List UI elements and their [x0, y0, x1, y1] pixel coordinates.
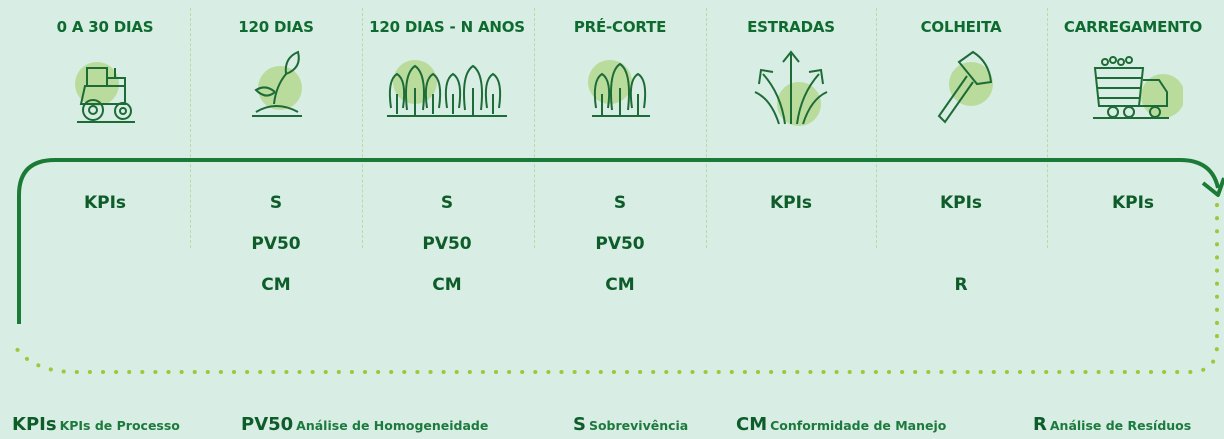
stage-metric: KPIs	[769, 193, 813, 213]
column-divider	[362, 8, 363, 248]
stage-metric: S	[440, 193, 454, 213]
flow-arrowhead-icon	[1201, 177, 1224, 197]
column-divider	[876, 8, 877, 248]
legend-desc: Análise de Resíduos	[1049, 418, 1192, 433]
legend-code: PV50	[241, 414, 294, 435]
stage-estradas: ESTRADAS KPIs	[706, 0, 876, 330]
stage-metric: R	[954, 275, 968, 295]
legend-code: CM	[736, 414, 768, 435]
stage-metric: S	[269, 193, 283, 213]
column-divider	[706, 8, 707, 248]
stage-title: ESTRADAS	[747, 18, 835, 36]
stage-120-dias: 120 DIAS S PV50 CM	[191, 0, 361, 330]
stage-title: CARREGAMENTO	[1063, 18, 1203, 36]
legend-code: S	[573, 414, 586, 435]
stage-120-dias-n-anos: 120 DIAS - N ANOS S PV50 CM	[362, 0, 532, 330]
stage-metric: KPIs	[939, 193, 983, 213]
stage-colheita: COLHEITA KPIs R	[876, 0, 1046, 330]
stage-0-30-dias: 0 A 30 DIAS KPIs	[20, 0, 190, 330]
legend-desc: KPIs de Processo	[59, 418, 180, 433]
dotted-return-path	[12, 203, 1219, 374]
legend-desc: Análise de Homogeneidade	[296, 418, 489, 433]
forest-icon	[377, 44, 517, 134]
stage-metric: PV50	[595, 234, 645, 254]
stage-metric: CM	[432, 275, 462, 295]
flow-arrow-line	[17, 158, 1220, 324]
stage-title: 120 DIAS - N ANOS	[369, 18, 525, 36]
legend-desc: Sobrevivência	[588, 418, 689, 433]
roads-icon	[741, 44, 841, 134]
trees-icon	[570, 44, 670, 134]
stage-carregamento: CARREGAMENTO KPIs	[1048, 0, 1218, 330]
stage-metric: KPIs	[1111, 193, 1155, 213]
stage-title: COLHEITA	[920, 18, 1002, 36]
seedling-icon	[226, 44, 326, 134]
stage-metric: CM	[261, 275, 291, 295]
truck-icon	[1083, 44, 1183, 134]
stage-title: PRÉ-CORTE	[573, 18, 667, 36]
legend-code: R	[1033, 414, 1047, 435]
stage-metric: S	[613, 193, 627, 213]
column-divider	[190, 8, 191, 248]
stage-pre-corte: PRÉ-CORTE S PV50 CM	[535, 0, 705, 330]
stage-metric: KPIs	[83, 193, 127, 213]
legend-desc: Conformidade de Manejo	[770, 418, 947, 433]
stage-metric: CM	[605, 275, 635, 295]
axe-icon	[911, 44, 1011, 134]
column-divider	[534, 8, 535, 248]
column-divider	[1047, 8, 1048, 248]
stage-title: 0 A 30 DIAS	[56, 18, 154, 36]
stage-title: 120 DIAS	[238, 18, 314, 36]
stage-metric: PV50	[251, 234, 301, 254]
stage-metric: PV50	[422, 234, 472, 254]
legend-code: KPIs	[12, 414, 57, 435]
tractor-icon	[55, 44, 155, 134]
